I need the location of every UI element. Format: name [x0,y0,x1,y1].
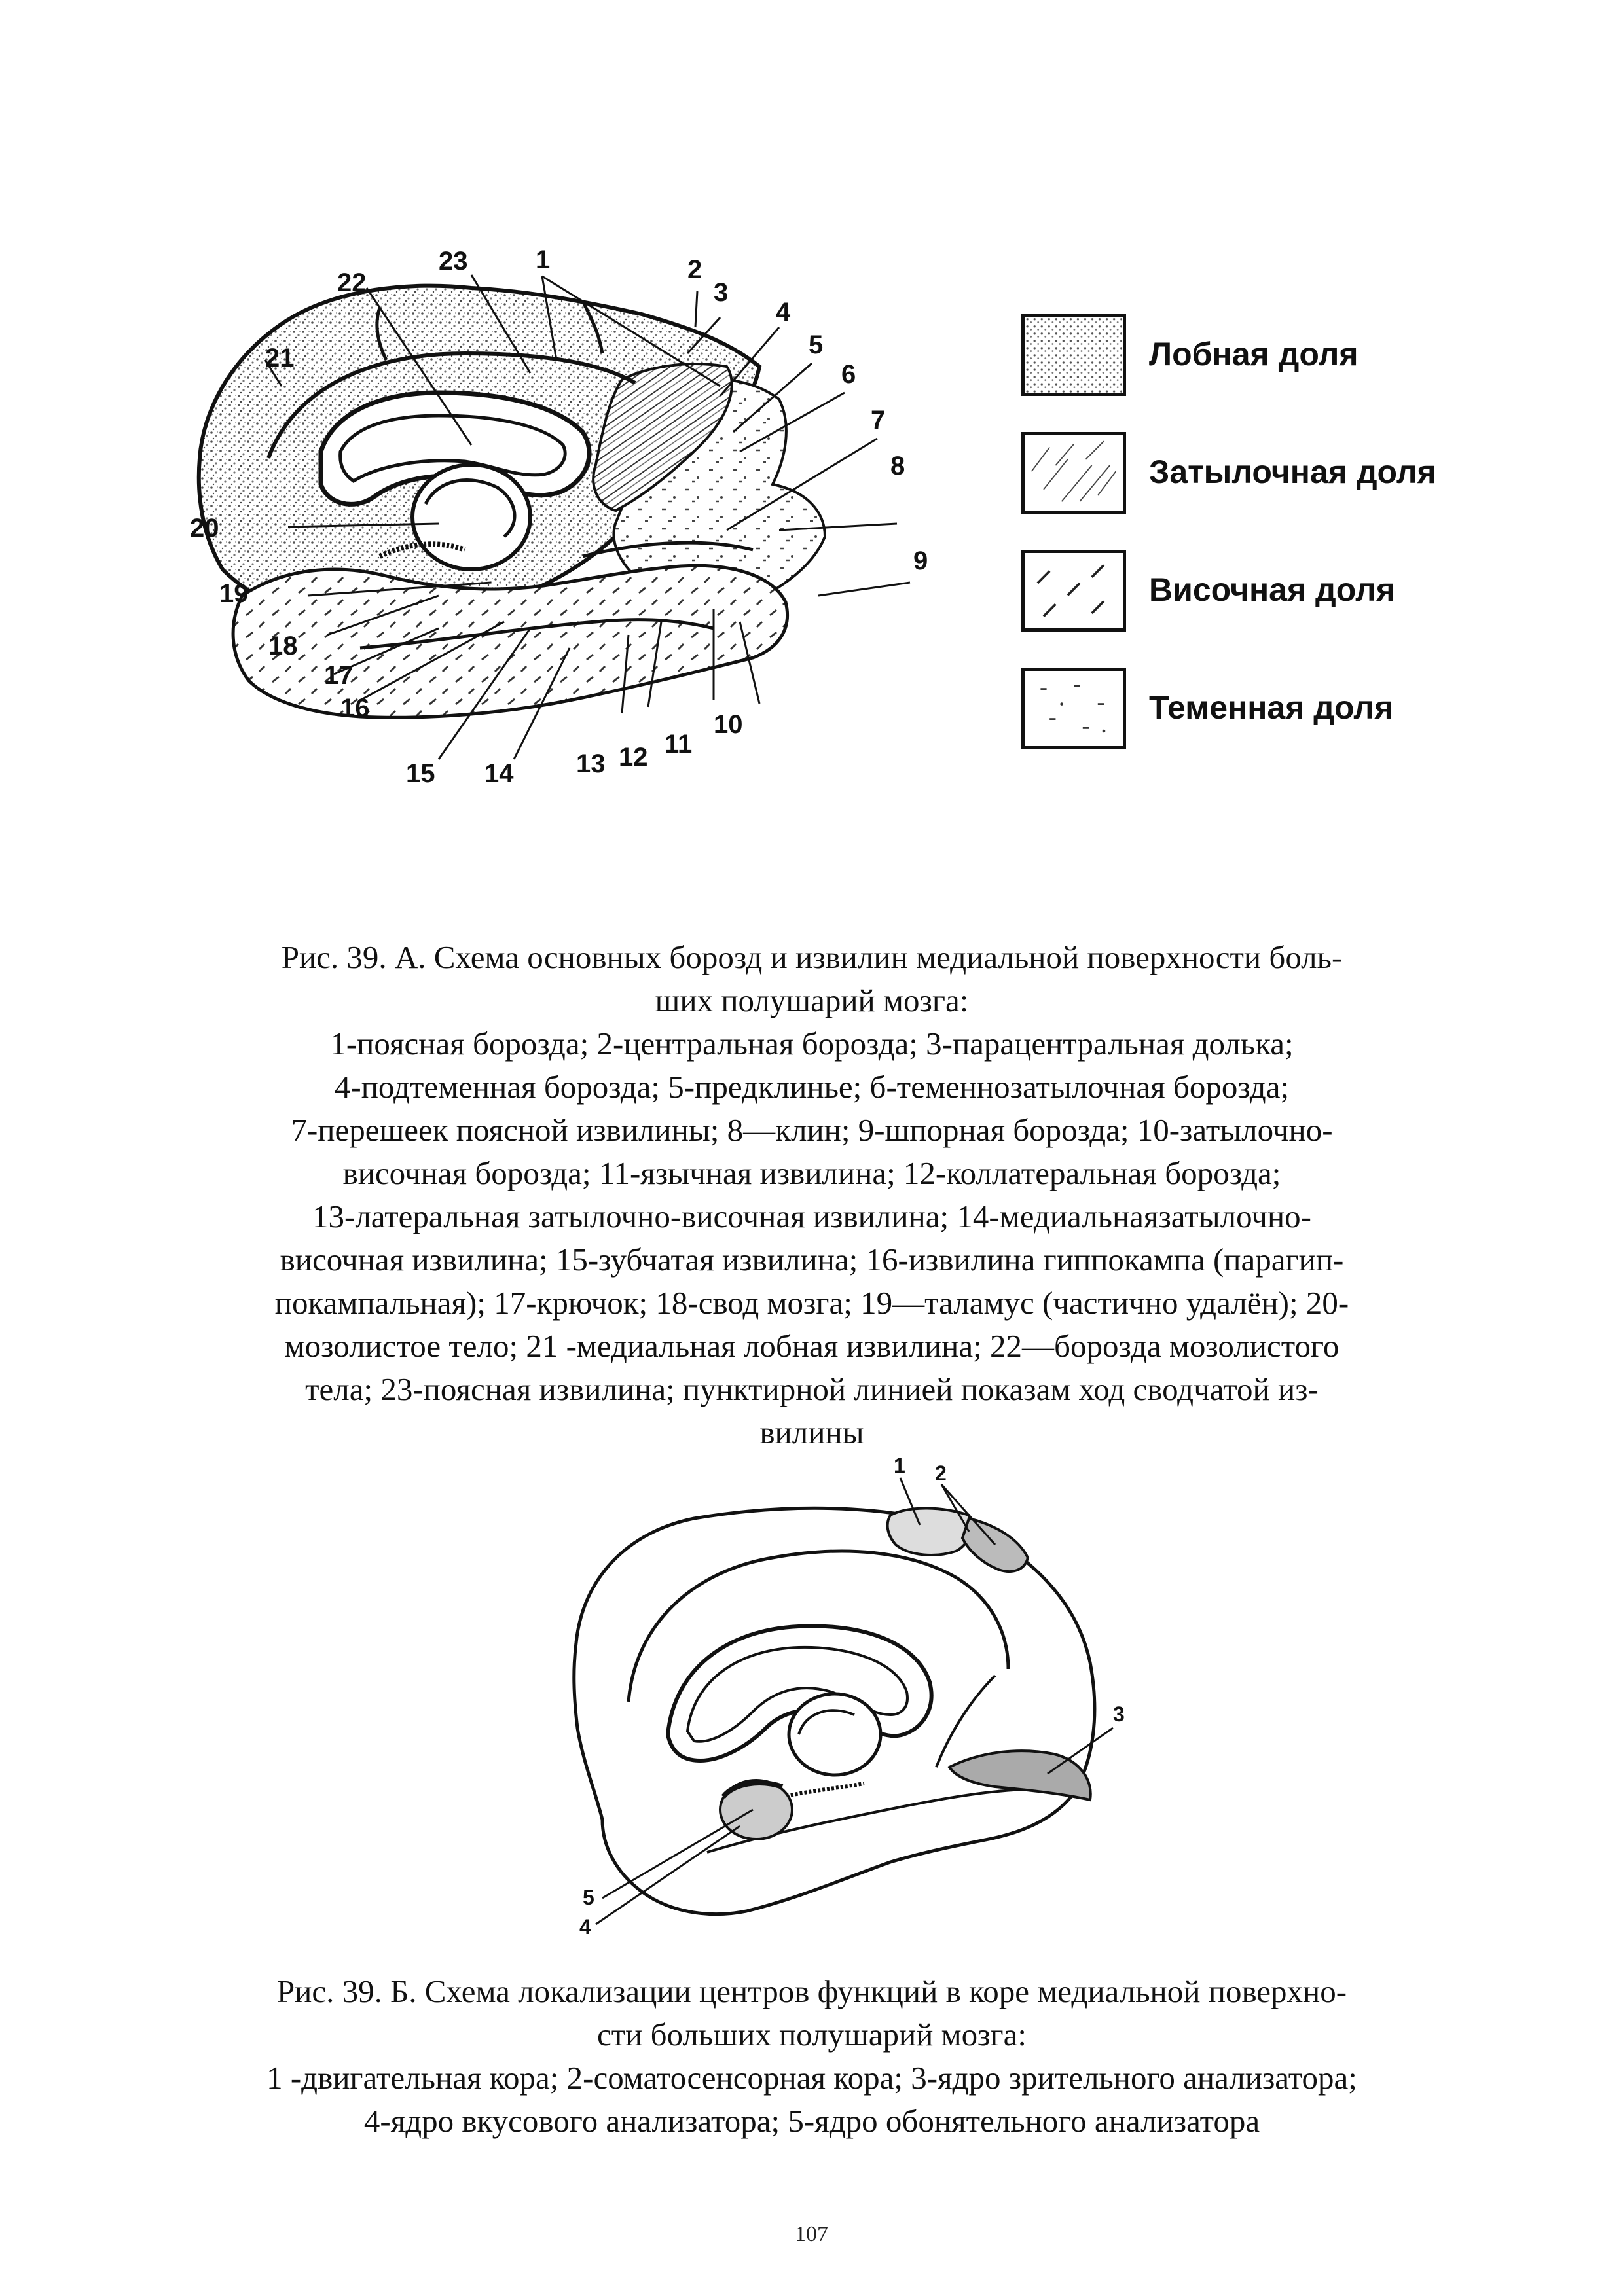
figure-b-caption-line: 4-ядро вкусового анализатора; 5-ядро обо… [363,2103,1260,2139]
label-11: 11 [665,730,692,759]
label-14: 14 [484,759,514,788]
label-18: 18 [268,632,298,660]
legend-swatch-temporal [1021,550,1126,632]
label-5: 5 [809,331,823,359]
figure-a-caption-line: 13-латеральная затылочно-височная извили… [312,1198,1311,1234]
page-number: 107 [795,2222,828,2246]
legend-item-occipital: Затылочная доля [1021,432,1519,520]
figure-a-caption-line: покампальная); 17-крючок; 18-свод мозга;… [274,1285,1349,1321]
occipital-lobe-region [592,363,733,512]
figure-a-caption-line: тела; 23-поясная извилина; пунктирной ли… [305,1371,1319,1407]
figure-a-labels: 1 2 3 4 5 6 7 8 9 10 11 12 13 14 15 16 1… [190,245,928,788]
figure-a-caption-line: височная извилина; 15-зубчатая извилина;… [280,1242,1344,1278]
dentate-gyrus [378,541,466,559]
temporal-lobe-region [231,564,790,719]
legend-swatch-occipital [1021,432,1126,514]
label-15: 15 [406,759,435,788]
figure-a-caption-title-2: ших полушарий мозга: [655,982,969,1018]
label-9: 9 [913,547,928,575]
legend-label-parietal: Теменная доля [1149,689,1394,726]
figure-a-caption-title-1: Рис. 39. А. Схема основных борозд и изви… [281,939,1343,975]
label-4: 4 [776,298,791,327]
label-3: 3 [714,278,728,307]
figure-a-brain-diagram: 1 2 3 4 5 6 7 8 9 10 11 12 13 14 15 16 1… [190,245,928,788]
label-8: 8 [890,452,905,480]
label-21: 21 [265,344,295,372]
figure-b-label-2: 2 [935,1462,947,1485]
region-5-olfactory-analyzer [721,1780,784,1799]
label-23: 23 [439,247,468,276]
figure-b-caption-title-1: Рис. 39. Б. Схема локализации центров фу… [276,1973,1347,2009]
figure-b-brain-diagram: 1 2 3 4 5 [572,1454,1125,1937]
legend-label-occipital: Затылочная доля [1149,454,1436,490]
figure-b-caption: Рис. 39. Б. Схема локализации центров фу… [183,1970,1440,2143]
figure-b-callosal-sulcus [685,1645,909,1743]
region-2-somatosensory-cortex [960,1516,1030,1573]
figure-b-parieto-occipital-sulcus [935,1674,996,1768]
label-2: 2 [687,255,702,284]
label-12: 12 [619,743,648,772]
figure-a-caption-line: мозолистое тело; 21 -медиальная лобная и… [284,1328,1340,1364]
central-sulcus [581,300,604,354]
figure-a-caption-line: 7-перешеек поясной извилины; 8—клин; 9-ш… [291,1112,1333,1148]
label-13: 13 [576,749,606,778]
figure-b-cingulate-sulcus [627,1549,1010,1702]
figure-a-caption-line: височная борозда; 11-язычная извилина; 1… [342,1155,1281,1191]
superior-frontal-sulcus [375,307,388,361]
callosal-sulcus [338,414,567,483]
figure-b-caption-title-2: сти больших полушарий мозга: [597,2017,1027,2053]
label-7: 7 [871,406,885,435]
label-6: 6 [841,360,856,389]
region-4-taste-analyzer [719,1779,793,1840]
figure-b-label-5: 5 [583,1886,594,1909]
legend-label-frontal: Лобная доля [1149,336,1359,372]
label-10: 10 [714,710,743,739]
legend-swatch-frontal [1021,314,1126,396]
label-1: 1 [536,245,550,274]
figure-a-leader-lines [264,274,911,760]
legend-item-temporal: Височная доля [1021,550,1519,638]
legend-swatch-parietal [1021,668,1126,749]
label-17: 17 [324,661,354,690]
figure-b-label-3: 3 [1113,1702,1125,1726]
fornix [424,478,517,538]
figure-b-label-4: 4 [579,1915,591,1937]
label-20: 20 [190,514,219,543]
figure-b-label-1: 1 [894,1454,905,1477]
label-16: 16 [340,694,370,723]
region-1-motor-cortex [886,1507,973,1556]
figure-b-fornix [797,1709,855,1735]
figure-a-caption: Рис. 39. А. Схема основных борозд и изви… [183,936,1440,1454]
cingulate-sulcus [266,351,636,459]
figure-a-caption-line: вилины [759,1414,864,1450]
legend-item-frontal: Лобная доля [1021,314,1519,403]
figure-a-legend: Лобная доля Затылочная доля [1021,314,1519,785]
figure-b-thalamus [787,1692,883,1777]
figure-a-caption-line: 4-подтеменная борозда; 5-предклинье; б-т… [334,1069,1290,1105]
region-3-visual-analyzer [947,1749,1092,1802]
figure-a-caption-line: 1-поясная борозда; 2-центральная борозда… [330,1026,1294,1062]
label-19: 19 [219,579,249,608]
figure-b-leader-lines [595,1477,1114,1926]
collateral-sulcus [359,618,714,650]
legend-label-temporal: Височная доля [1149,571,1396,608]
calcarine-sulcus [582,541,754,558]
label-22: 22 [337,268,367,297]
figure-b-labels: 1 2 3 4 5 [579,1454,1125,1937]
legend-item-parietal: Теменная доля [1021,668,1519,756]
figure-b-caption-line: 1 -двигательная кора; 2-соматосенсорная … [266,2060,1357,2096]
